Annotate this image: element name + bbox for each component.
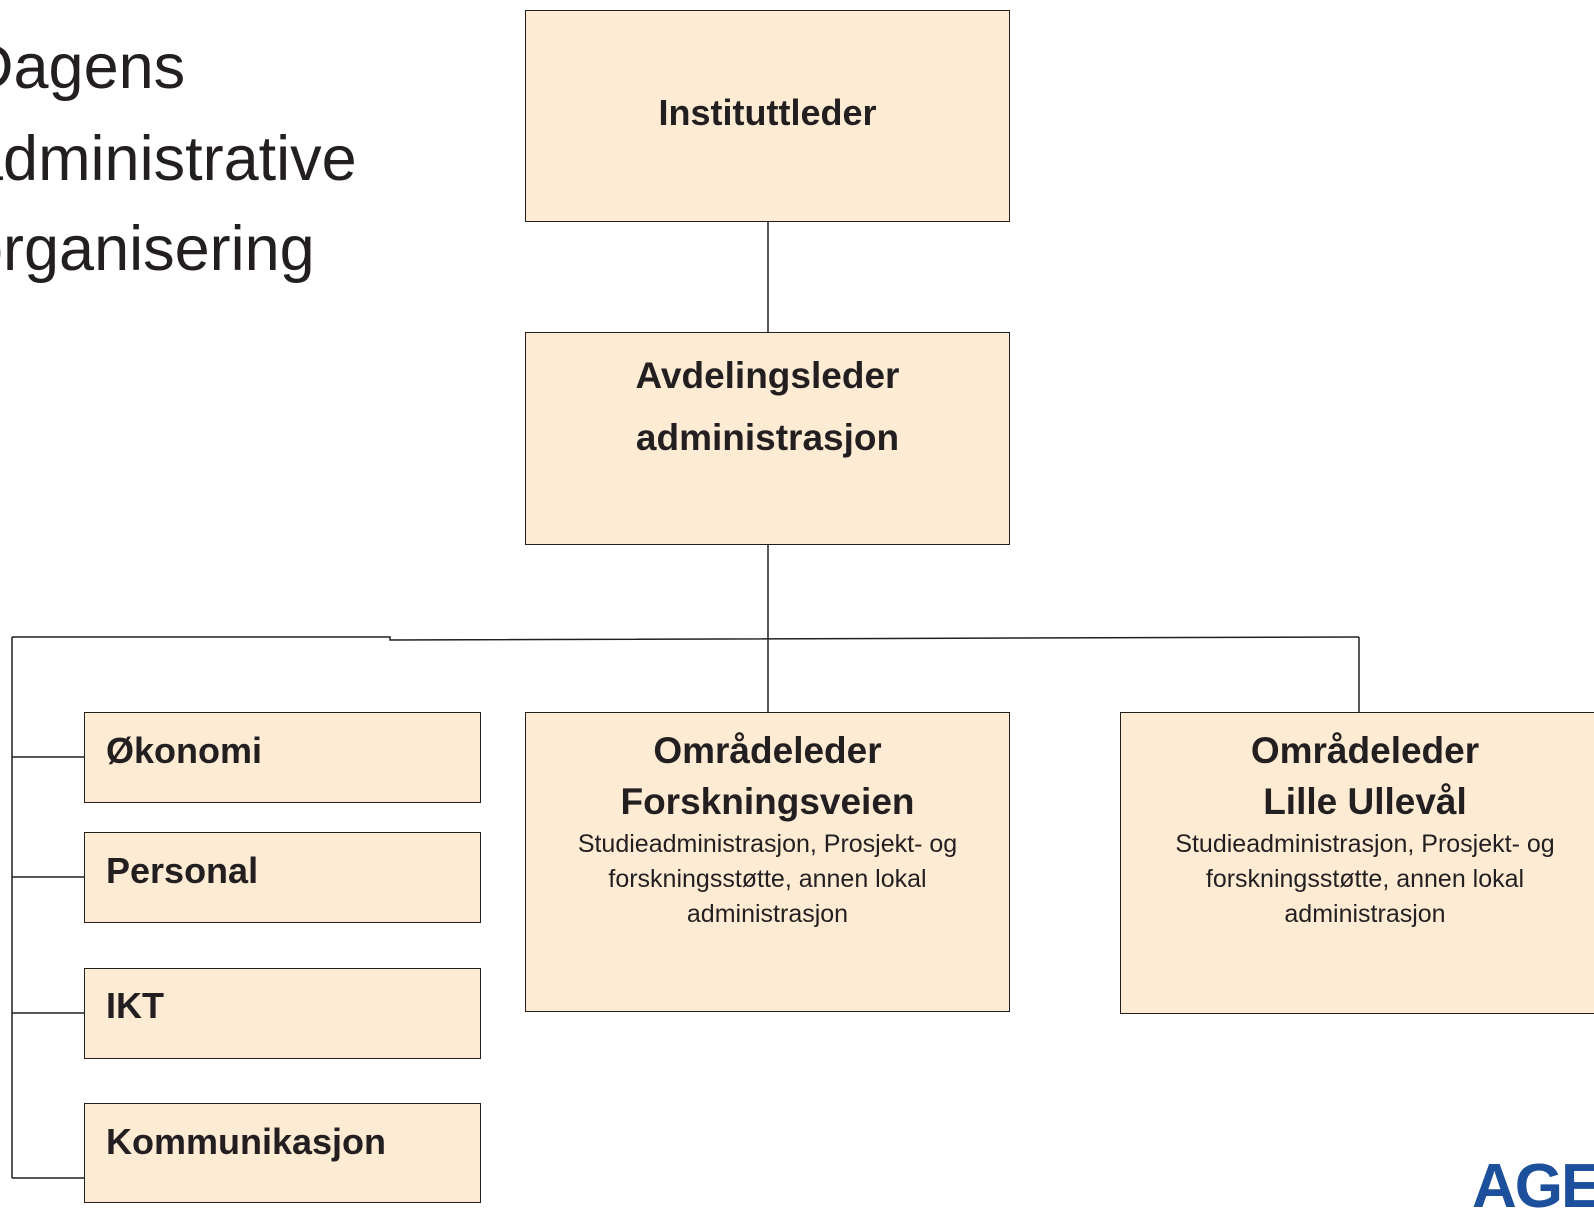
box-okonomi: Økonomi (84, 712, 481, 803)
area-forskningsveien-title-1: Områdeleder (653, 730, 882, 771)
box-area-lille-ulleval: Områdeleder Lille Ullevål Studieadminist… (1120, 712, 1594, 1014)
area-lille-ulleval-title-2: Lille Ullevål (1263, 781, 1467, 822)
box-avdelingsleder-line-1: Avdelingsleder (635, 355, 900, 396)
page-title-line-1: Dagens (0, 32, 186, 102)
org-chart-connectors (11, 222, 1360, 1179)
area-forskningsveien-title-2: Forskningsveien (620, 781, 915, 822)
area-forskningsveien-desc-1: Studieadministrasjon, Prosjekt- og (577, 830, 958, 858)
box-kommunikasjon: Kommunikasjon (84, 1103, 481, 1203)
page-title-line-3: organisering (0, 214, 315, 284)
box-ikt-label: IKT (106, 985, 164, 1026)
box-area-forskningsveien: Områdeleder Forskningsveien Studieadmini… (525, 712, 1010, 1012)
box-kommunikasjon-label: Kommunikasjon (106, 1121, 387, 1162)
box-okonomi-label: Økonomi (106, 730, 263, 771)
box-ikt: IKT (84, 968, 481, 1059)
box-personal-label: Personal (106, 850, 259, 891)
box-avdelingsleder: Avdelingsleder administrasjon (525, 332, 1010, 545)
box-personal: Personal (84, 832, 481, 923)
area-forskningsveien-desc-2: forskningsstøtte, annen lokal (608, 865, 927, 893)
box-instituttleder: Instituttleder (525, 10, 1010, 222)
area-lille-ulleval-desc-1: Studieadministrasjon, Prosjekt- og (1175, 830, 1555, 858)
connector-horizontal-bus (12, 636, 1360, 641)
box-instituttleder-label: Instituttleder (658, 92, 877, 133)
page-title-line-2: administrative (0, 124, 357, 194)
area-lille-ulleval-title-1: Områdeleder (1250, 730, 1480, 771)
logo: AGEN (1472, 1152, 1594, 1221)
area-forskningsveien-desc-3: administrasjon (686, 900, 849, 928)
box-avdelingsleder-line-2: administrasjon (635, 417, 900, 458)
area-lille-ulleval-desc-3: administrasjon (1284, 900, 1446, 928)
area-lille-ulleval-desc-2: forskningsstøtte, annen lokal (1205, 865, 1525, 893)
